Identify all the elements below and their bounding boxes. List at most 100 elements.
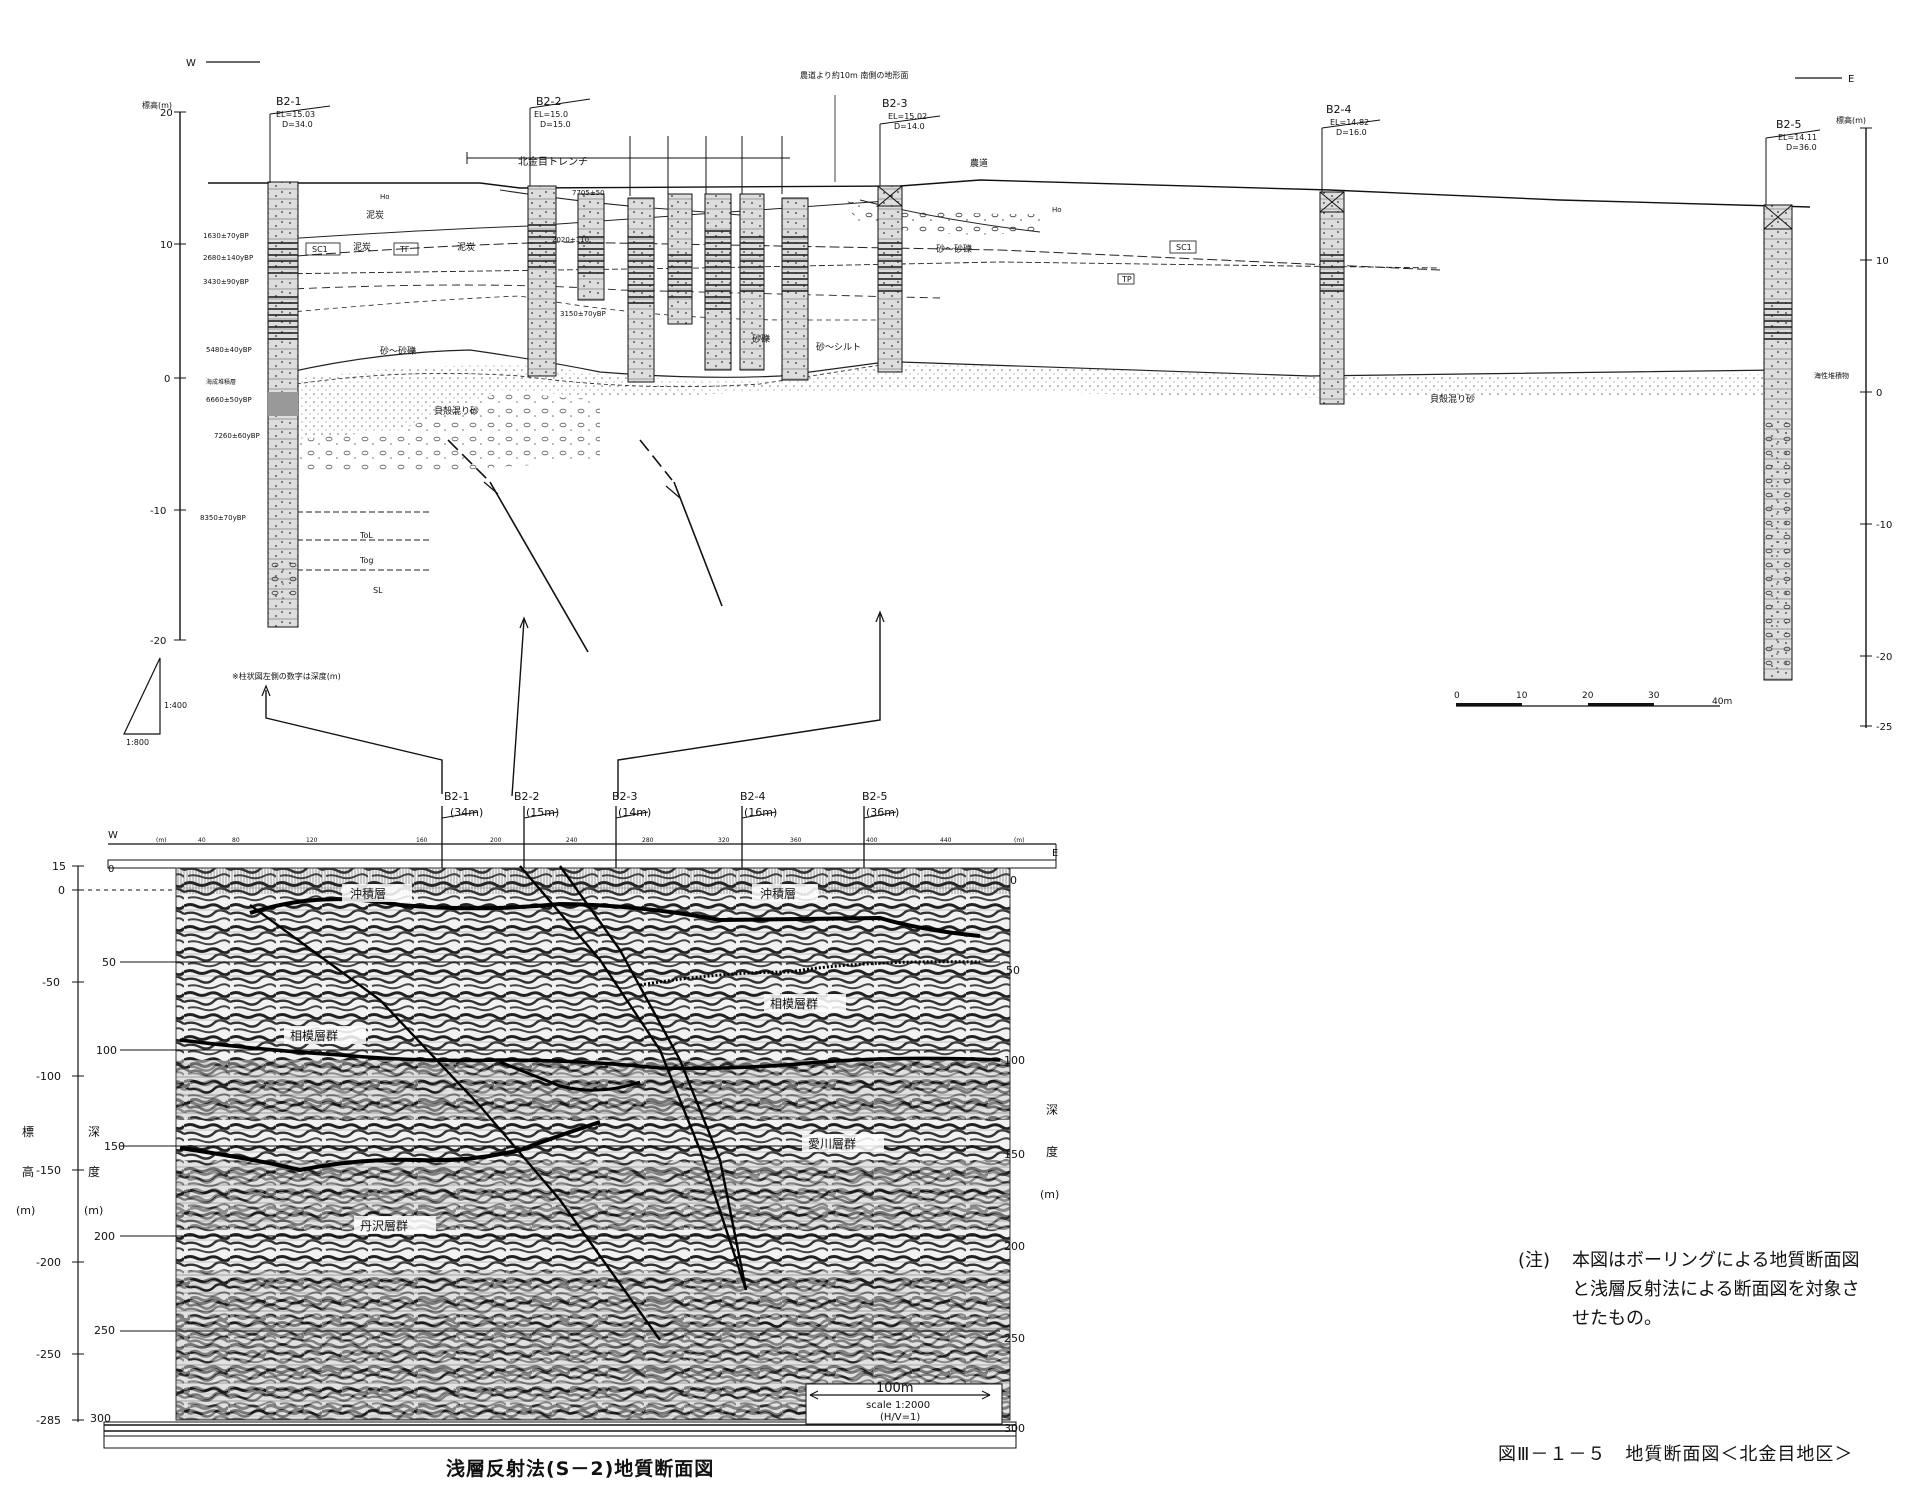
elevation-axis-label-right: 標高(m)	[1836, 115, 1866, 125]
layer-label-tf: TF	[399, 245, 410, 254]
top-axis-tick: 440	[940, 837, 952, 844]
top-axis-e: E	[1052, 848, 1058, 859]
top-axis-tick: 320	[718, 837, 730, 844]
borehole-id: B2-2	[536, 95, 562, 108]
borehole-group-trench	[527, 98, 809, 383]
seismic-profile-image	[175, 867, 1011, 1421]
depth-tick-right: 150	[1004, 1148, 1025, 1161]
borehole-depth: D=15.0	[540, 120, 571, 129]
top-axis-tick: 200	[490, 837, 502, 844]
formation-sagami: 相模層群	[770, 997, 818, 1011]
seismic-borehole-id: B2-5	[862, 790, 888, 803]
horizontal-scale-bar: 0 10 20 30 40m	[1454, 691, 1732, 707]
gravel-wedge	[840, 200, 1040, 235]
borehole-depth: D=34.0	[282, 120, 313, 129]
left-tick: -10	[150, 506, 166, 517]
depth-tick-right: 50	[1006, 964, 1020, 977]
elev-tick: -100	[36, 1070, 61, 1083]
formation-sagami: 相模層群	[290, 1029, 338, 1043]
note-line: と浅層反射法による断面図を対象さ	[1572, 1279, 1860, 1300]
seismic-section-title: 浅層反射法(S－2)地質断面図	[446, 1458, 715, 1480]
trench-label: 北金目トレンチ	[518, 155, 588, 168]
elev-tick: -250	[36, 1348, 61, 1361]
top-axis-w: W	[108, 830, 118, 841]
elev-tick: 0	[58, 884, 65, 897]
note-line: 本図はボーリングによる地質断面図	[1572, 1250, 1860, 1271]
depth-label-right: (m)	[1040, 1188, 1059, 1201]
top-axis-tick: (m)	[1014, 837, 1025, 844]
depth-tick-left: 300	[90, 1412, 111, 1425]
note-line: せたもの。	[1572, 1308, 1662, 1329]
age-label: 5480±40yBP	[206, 346, 252, 354]
top-axis-tick: 120	[306, 837, 318, 844]
layer-label-sand-gravel: 砂～砂礫	[936, 243, 972, 255]
borehole-id: B2-1	[276, 95, 302, 108]
depth-tick-right: 200	[1004, 1240, 1025, 1253]
scale-bar-tick: 10	[1516, 691, 1528, 701]
elevation-axis-label-left: 標高(m)	[142, 100, 172, 110]
layer-label-shell-sand: 貝殻混り砂	[1430, 393, 1475, 405]
scale-triangle: 1:400 1:800	[123, 657, 187, 747]
borehole-el: EL=14.11	[1778, 133, 1817, 142]
layer-label-sand-gravel: 砂礫	[752, 333, 770, 345]
elev-tick: -150	[36, 1164, 61, 1177]
age-labels: 1630±70yBP 2680±140yBP 3430±90yBP 5480±4…	[200, 189, 606, 522]
road-note: 農道より約10m 南側の地形面	[800, 70, 908, 80]
layer-label-ho: Ho	[380, 193, 390, 201]
layer-label-tp: TP	[1121, 275, 1132, 284]
scale-box-length: 100m	[876, 1381, 913, 1396]
seismic-top-axis: W E (m) 40 80 120 160 200 240 280 320 36…	[107, 830, 1058, 869]
right-tick: -10	[1876, 520, 1892, 531]
left-elevation-scale: 標高(m) 20 10 0 -10 -20	[142, 100, 186, 647]
borehole-el: EL=14.82	[1330, 118, 1369, 127]
borehole-el: EL=15.02	[888, 112, 927, 121]
left-tick: -20	[150, 636, 166, 647]
age-label: 6660±50yBP	[206, 396, 252, 404]
seismic-borehole-id: B2-4	[740, 790, 766, 803]
depth-tick-left: 0	[108, 864, 114, 875]
formation-aikawa: 愛川層群	[808, 1137, 856, 1151]
age-label: 2020±110	[552, 236, 589, 244]
scale-box-scale: scale 1:2000	[866, 1400, 930, 1411]
direction-east: E	[1848, 74, 1854, 85]
layer-label-sl: SL	[373, 586, 383, 595]
layer-label-sand-gravel: 砂～砂礫	[380, 345, 416, 357]
depth-note: ※柱状図左側の数字は深度(m)	[232, 671, 341, 681]
elev-label: (m)	[16, 1204, 35, 1217]
depth-label-left: (m)	[84, 1204, 103, 1217]
shell-gravel-zone	[290, 392, 600, 470]
top-axis-tick: 80	[232, 837, 240, 844]
depth-tick-right: 250	[1004, 1332, 1025, 1345]
layer-label-peat: 泥炭	[353, 242, 371, 253]
formation-labels: 沖積層 沖積層 相模層群 相模層群 愛川層群 丹沢層群	[284, 884, 884, 1234]
borehole-depth: D=36.0	[1786, 143, 1817, 152]
borehole-depth: D=16.0	[1336, 128, 1367, 137]
layer-label-marine: 海性堆積物	[1814, 371, 1849, 380]
figure-caption: 図Ⅲ－１－５ 地質断面図＜北金目地区＞	[1498, 1444, 1854, 1465]
elev-tick: 15	[52, 860, 66, 873]
layer-label-marine: 海成堆積層	[206, 378, 236, 386]
scale-horizontal: 1:800	[126, 738, 149, 747]
road-label: 農道	[970, 157, 988, 169]
depth-tick-right: 0	[1010, 874, 1017, 887]
depth-label-left: 度	[88, 1164, 100, 1179]
depth-label-right: 深	[1046, 1103, 1058, 1117]
layer-labels: 泥炭 泥炭 泥炭 砂～砂礫 砂～砂礫 砂礫 砂～シルト 貝殻混り砂 貝殻混り砂 …	[206, 193, 1849, 595]
elev-label: 標	[22, 1125, 34, 1139]
borehole-column-b2-1	[267, 105, 331, 628]
age-label: 2680±140yBP	[203, 254, 253, 262]
elev-tick: -200	[36, 1256, 61, 1269]
borehole-id: B2-5	[1776, 118, 1802, 131]
top-axis-tick: 400	[866, 837, 878, 844]
formation-tanzawa: 丹沢層群	[360, 1219, 408, 1233]
layer-label-shell-sand: 貝殻混り砂	[434, 405, 479, 417]
right-tick: 10	[1876, 256, 1889, 267]
layer-label-sc1: SC1	[1176, 243, 1192, 252]
age-label: 1630±70yBP	[203, 232, 249, 240]
depth-tick-left: 200	[94, 1230, 115, 1243]
borehole-column-b2-4	[1319, 119, 1381, 405]
seismic-scale-box: 100m scale 1:2000 (H/V=1)	[805, 1381, 1003, 1425]
depth-tick-left: 250	[94, 1324, 115, 1337]
scale-bar-tick: 30	[1648, 691, 1660, 701]
